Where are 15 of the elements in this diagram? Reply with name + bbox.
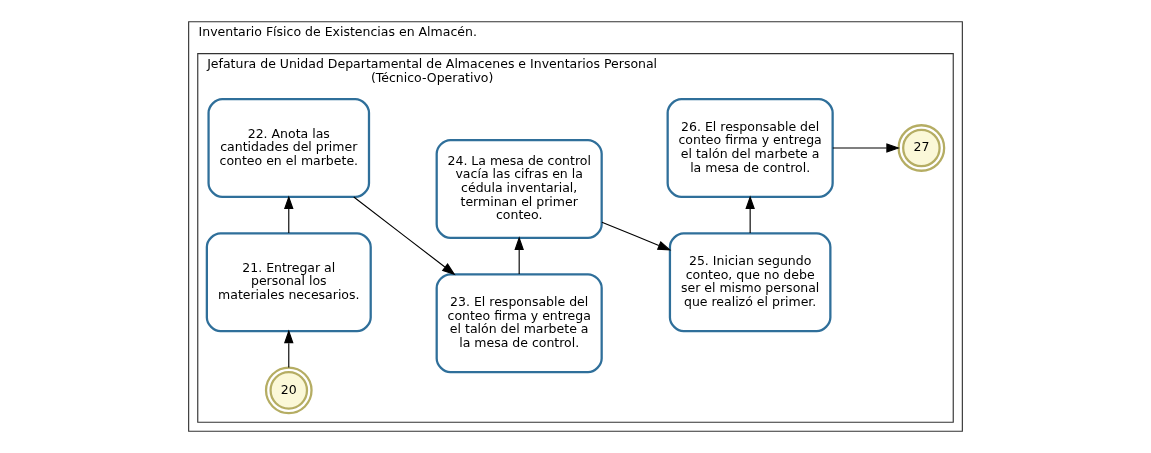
arrow: [514, 236, 524, 275]
node-box: 26. El responsable del conteo firma y entrega el talón del marbete a la mesa de control.: [666, 97, 834, 199]
arrow: [284, 195, 294, 234]
arrow: [832, 143, 900, 153]
arrow: [745, 195, 755, 234]
node-box: 24. La mesa de control vacía las cifras en la cédula inventarial, terminan el primer conteo.: [435, 138, 603, 239]
arrow: [353, 196, 456, 276]
node-box: 25. Inician segundo conteo, que no debe ser el mismo personal que realizó el primer.: [668, 232, 832, 333]
node-box: 22. Anota las cantidades del primer conteo en el marbete.: [207, 97, 371, 199]
node-circle: 27: [897, 124, 946, 172]
arrow: [601, 221, 672, 251]
node-circle: 20: [264, 366, 313, 415]
node-box: 23. El responsable del conteo firma y entrega el talón del marbete a la mesa de control.: [435, 273, 603, 374]
node-box: 21. Entregar al personal los materiales necesarios.: [205, 232, 372, 333]
arrow: [284, 329, 294, 369]
